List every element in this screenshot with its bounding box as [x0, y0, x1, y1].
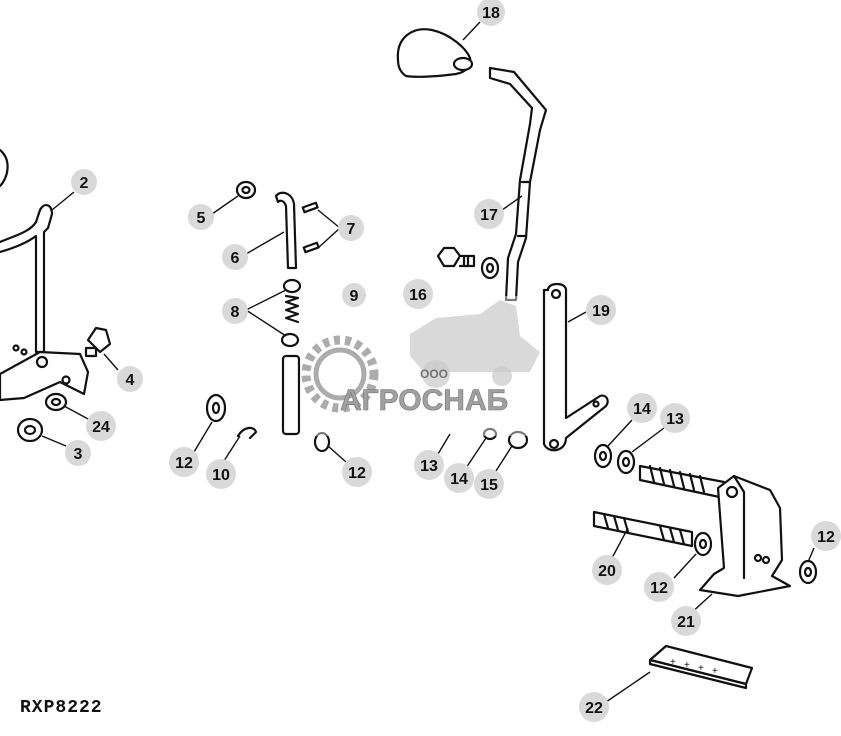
part-10-clip [236, 426, 258, 440]
callout-2: 2 [71, 169, 97, 195]
callout-8: 8 [222, 298, 248, 324]
svg-text:12: 12 [175, 455, 193, 472]
part-6-pin [274, 191, 298, 270]
part-14-washer-right [593, 443, 613, 469]
callout-21: 21 [671, 606, 701, 636]
svg-text:14: 14 [633, 401, 651, 418]
svg-text:22: 22 [585, 700, 603, 717]
callout-13-right: 13 [660, 403, 690, 433]
svg-text:13: 13 [666, 411, 684, 428]
part-12-washer-20 [693, 531, 713, 557]
callout-12-lower: 12 [644, 572, 674, 602]
callout-6: 6 [222, 244, 248, 270]
callout-17: 17 [474, 199, 504, 229]
svg-text:20: 20 [598, 563, 616, 580]
callout-22: 22 [579, 692, 609, 722]
callout-12-center: 12 [342, 457, 372, 487]
svg-text:3: 3 [74, 446, 83, 463]
svg-text:5: 5 [197, 210, 206, 227]
part-4-bolt [84, 326, 112, 358]
svg-text:13: 13 [420, 458, 438, 475]
svg-text:10: 10 [212, 467, 230, 484]
svg-text:12: 12 [348, 465, 366, 482]
callout-10: 10 [206, 459, 236, 489]
svg-text:4: 4 [126, 372, 135, 389]
svg-text:21: 21 [677, 614, 695, 631]
part-5-washer [235, 180, 257, 200]
callout-12-far-right: 12 [811, 521, 841, 551]
part-washer-near-16 [480, 256, 500, 280]
callouts: 18 2 5 7 6 17 16 9 8 19 4 24 3 12 10 12 … [65, 0, 841, 722]
part-17-lever [488, 66, 548, 302]
callout-15: 15 [474, 469, 504, 499]
svg-text:24: 24 [92, 419, 110, 436]
part-long-bolt [638, 464, 726, 500]
part-19-link [542, 282, 609, 452]
svg-text:+: + [698, 663, 704, 674]
part-7-roll-pins [301, 201, 320, 254]
part-14-washer [482, 427, 498, 441]
callout-24: 24 [86, 411, 116, 441]
part-15-bushing [507, 430, 529, 450]
svg-text:17: 17 [480, 207, 498, 224]
callout-14-right: 14 [627, 393, 657, 423]
part-22-pad: + + + + [648, 644, 754, 690]
callout-9: 9 [342, 283, 366, 307]
part-16-bolt [436, 246, 476, 268]
svg-text:+: + [670, 657, 676, 668]
callout-19: 19 [586, 295, 616, 325]
svg-text:2: 2 [80, 175, 89, 192]
part-3-nut [16, 417, 44, 443]
part-2-bracket [0, 148, 90, 402]
part-12-clip-center [313, 431, 331, 453]
part-13-washer-right [616, 449, 636, 475]
svg-text:18: 18 [482, 5, 500, 22]
svg-text:7: 7 [347, 221, 356, 238]
callout-7: 7 [338, 215, 364, 241]
callout-3: 3 [65, 440, 91, 466]
callout-4: 4 [117, 366, 143, 392]
svg-text:12: 12 [817, 529, 835, 546]
callout-14-center: 14 [444, 463, 474, 493]
svg-text:15: 15 [480, 477, 498, 494]
callout-13-center: 13 [414, 450, 444, 480]
watermark-logo: ООО АГРОСНАБ [300, 296, 540, 436]
callout-18: 18 [477, 0, 505, 26]
callout-5: 5 [188, 204, 214, 230]
svg-text:8: 8 [231, 304, 240, 321]
callout-16: 16 [403, 279, 433, 309]
reference-code: RXP8222 [20, 698, 103, 718]
callout-20: 20 [592, 555, 622, 585]
svg-text:6: 6 [231, 250, 240, 267]
watermark-large-text: АГРОСНАБ [340, 384, 508, 417]
svg-text:12: 12 [650, 580, 668, 597]
part-24-washer [44, 392, 68, 412]
part-rod [281, 354, 301, 436]
part-12-washer-left [205, 393, 227, 423]
svg-text:14: 14 [450, 471, 468, 488]
callout-12-left: 12 [169, 447, 199, 477]
part-20-stud [592, 510, 694, 548]
svg-text:+: + [684, 660, 690, 671]
watermark-small-text: ООО [420, 367, 448, 381]
svg-text:9: 9 [350, 288, 359, 305]
part-12-washer-right [798, 559, 818, 585]
part-21-bracket [698, 474, 792, 598]
svg-text:16: 16 [409, 287, 427, 304]
svg-text:19: 19 [592, 303, 610, 320]
part-8-spring [280, 278, 302, 348]
part-18-knob [396, 28, 474, 78]
svg-text:+: + [712, 666, 718, 677]
